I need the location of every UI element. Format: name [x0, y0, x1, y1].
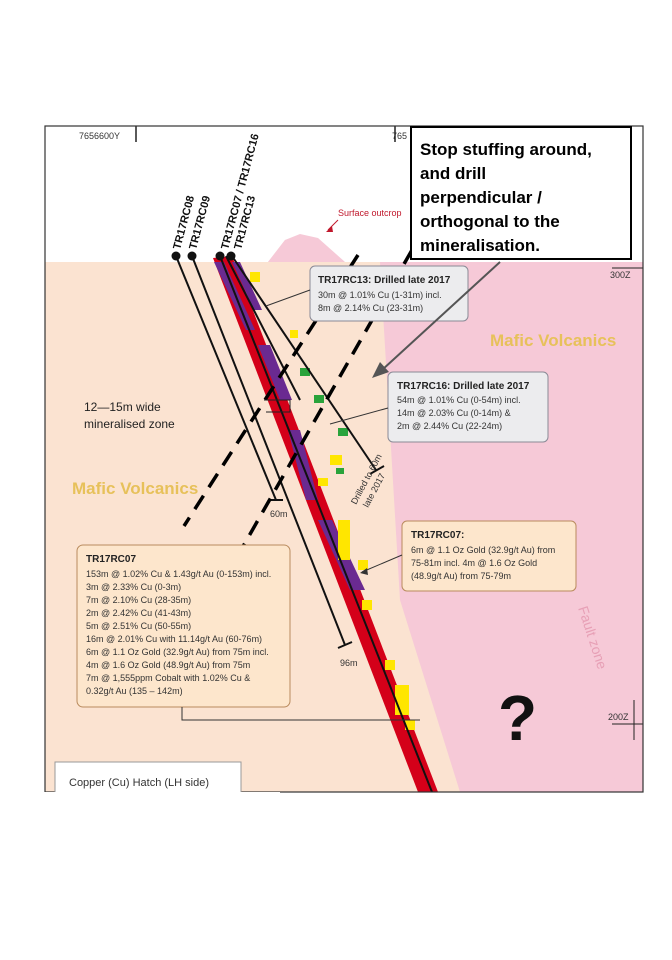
- question-mark: ?: [498, 682, 537, 754]
- box-rc07-main-line3: 7m @ 2.10% Cu (28-35m): [86, 595, 191, 605]
- callout-line-2: and drill: [420, 164, 487, 183]
- box-rc07-small-line2: 75-81m incl. 4m @ 1.6 Oz Gold: [411, 558, 537, 568]
- box-rc07-main-line4: 2m @ 2.42% Cu (41-43m): [86, 608, 191, 618]
- box-rc16: [387, 371, 549, 443]
- callout-line-4: orthogonal to the: [420, 212, 560, 231]
- cu-hatch-y2: [290, 330, 298, 338]
- collar-rc09: [187, 251, 197, 261]
- box-rc07-main-line2: 3m @ 2.33% Cu (0-3m): [86, 582, 181, 592]
- cu-hatch-g3: [338, 428, 348, 436]
- gold-hatch-1: [214, 262, 255, 330]
- cu-hatch-y10: [405, 720, 415, 730]
- collar-rc13: [226, 251, 236, 261]
- gold-hatch-5: [232, 262, 262, 310]
- cu-hatch-g2: [314, 395, 324, 403]
- callout-line-5: mineralisation.: [420, 236, 540, 255]
- rl-300-label: 300Z: [610, 270, 631, 280]
- zone-label-line1: 12—15m wide: [84, 400, 161, 414]
- box-rc13-line1: 30m @ 1.01% Cu (1-31m) incl.: [318, 290, 442, 300]
- surface-outcrop-label: Surface outcrop: [338, 208, 402, 218]
- box-rc07-small-line1: 6m @ 1.1 Oz Gold (32.9g/t Au) from: [411, 545, 555, 555]
- easting-label-right: 765: [392, 131, 407, 141]
- box-rc13: [309, 265, 469, 322]
- legend-title: Copper (Cu) Hatch (LH side): [69, 777, 209, 789]
- cu-hatch-y9: [395, 685, 409, 715]
- cu-hatch-g4: [336, 468, 344, 474]
- box-rc13-title: TR17RC13: Drilled late 2017: [318, 275, 451, 286]
- map-frame: [44, 125, 644, 793]
- gold-hatch-2: [258, 345, 292, 400]
- depth-label-60m: 60m: [270, 509, 288, 519]
- box-rc07-main-line7: 6m @ 1.1 Oz Gold (32.9g/t Au) from 75m i…: [86, 647, 269, 657]
- box-rc07-main-title: TR17RC07: [86, 554, 136, 565]
- box-rc07-small-title: TR17RC07:: [411, 530, 464, 541]
- collar-rc07: [215, 251, 225, 261]
- box-rc16-line1: 54m @ 1.01% Cu (0-54m) incl.: [397, 395, 521, 405]
- collars: [171, 251, 236, 261]
- box-rc07-main-line10: 0.32g/t Au (135 – 142m): [86, 686, 183, 696]
- hole-trace-rc08: [175, 255, 277, 501]
- callout-line-3: perpendicular /: [420, 188, 542, 207]
- box-rc07-main-line1: 153m @ 1.02% Cu & 1.43g/t Au (0-153m) in…: [86, 569, 271, 579]
- hole-trace-rc07: [219, 255, 433, 792]
- cu-hatch-y4: [318, 478, 328, 486]
- cu-hatch-y6: [358, 560, 368, 570]
- box-rc07-main-line9: 7m @ 1,555ppm Cobalt with 1.02% Cu &: [86, 673, 250, 683]
- cu-hatch-y5: [338, 520, 350, 560]
- box-rc07-main-line6: 16m @ 2.01% Cu with 11.14g/t Au (60-76m): [86, 634, 262, 644]
- mafic-volcanics-left: Mafic Volcanics: [72, 479, 198, 498]
- box-rc07-small: [401, 520, 577, 592]
- collar-rc08: [171, 251, 181, 261]
- cu-hatch-y1: [250, 272, 260, 282]
- surface-outcrop-hill: [268, 234, 345, 262]
- box-rc07-main-line5: 5m @ 2.51% Cu (50-55m): [86, 621, 191, 631]
- cu-hatch-g1: [300, 368, 310, 376]
- box-rc16-line2: 14m @ 2.03% Cu (0-14m) &: [397, 408, 511, 418]
- callout-arrow-line: [381, 261, 501, 371]
- box-rc16-title: TR17RC16: Drilled late 2017: [397, 381, 530, 392]
- hole-trace-rc16: [225, 255, 301, 401]
- box-rc07-small-line3: (48.9g/t Au) from 75-79m: [411, 571, 511, 581]
- zone-label-line2: mineralised zone: [84, 417, 175, 431]
- box-rc16-line3: 2m @ 2.44% Cu (22-24m): [397, 421, 502, 431]
- box-rc13-line2: 8m @ 2.14% Cu (23-31m): [318, 303, 423, 313]
- mafic-volcanics-right: Mafic Volcanics: [490, 331, 616, 350]
- box-rc07-main-line8: 4m @ 1.6 Oz Gold (48.9g/t Au) from 75m: [86, 660, 250, 670]
- cu-hatch-y3: [330, 455, 342, 465]
- cu-hatch-y7: [362, 600, 372, 610]
- hole-trace-rc09: [191, 255, 346, 646]
- callout-line-1: Stop stuffing around,: [420, 140, 592, 159]
- hole-trace-rc13: [231, 255, 377, 471]
- annotation-callout: Stop stuffing around, and drill perpendi…: [410, 126, 632, 260]
- depth-label-96m: 96m: [340, 658, 358, 668]
- cu-hatch-y8: [385, 660, 395, 670]
- rl-200-label: 200Z: [608, 712, 629, 722]
- callout-arrow-head: [372, 362, 389, 378]
- drill-holes: [175, 255, 433, 792]
- easting-label-left: 7656600Y: [79, 131, 120, 141]
- box-rc07-main: [76, 544, 291, 708]
